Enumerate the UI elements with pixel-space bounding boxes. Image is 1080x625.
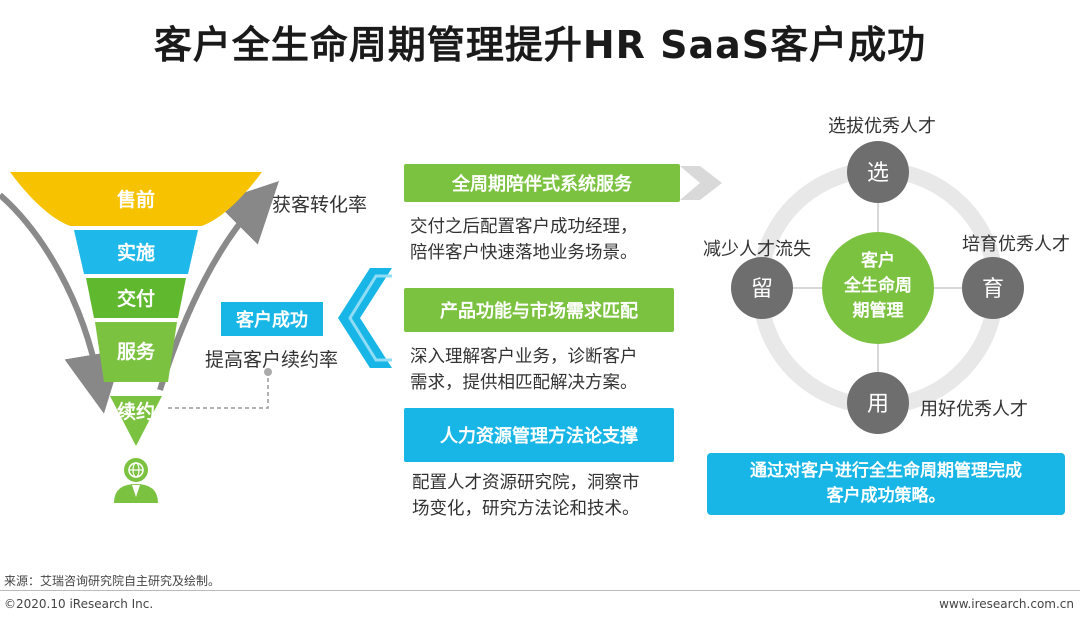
label-develop-talent: 培育优秀人才 [962, 234, 1070, 255]
copyright: ©2020.10 iResearch Inc. [4, 597, 154, 611]
renewal-connector [168, 372, 269, 409]
node-develop [962, 257, 1024, 319]
label-retain-talent: 减少人才流失 [703, 239, 811, 260]
funnel-stage-3-label: 交付 [117, 287, 155, 310]
funnel-left-arrow [0, 192, 124, 414]
funnel-stage-4-label: 服务 [117, 340, 156, 363]
cycle-center-line-2: 全生命周 [843, 275, 912, 296]
user-globe-icon [114, 458, 158, 503]
desc-product-market-fit: 深入理解客户业务，诊断客户 需求，提供相匹配解决方案。 [410, 344, 638, 396]
node-use-char: 用 [867, 392, 889, 417]
label-use-talent: 用好优秀人才 [920, 399, 1028, 420]
customer-success-box: 客户成功 [221, 302, 323, 336]
cycle-center [822, 232, 934, 344]
website: www.iresearch.com.cn [939, 597, 1074, 611]
cycle-center-line-3: 期管理 [853, 300, 904, 321]
desc-line: 场变化，研究方法论和技术。 [412, 499, 640, 519]
node-use [847, 372, 909, 434]
desc-line: 陪伴客户快速落地业务场景。 [410, 243, 638, 263]
funnel-stage-4 [95, 322, 177, 382]
page-title: 客户全生命周期管理提升HR SaaS客户成功 [153, 23, 927, 67]
desc-line: 配置人才资源研究院，洞察市 [412, 473, 640, 493]
left-chevron [338, 268, 392, 368]
source-note: 来源：艾瑞咨询研究院自主研究及绘制。 [4, 574, 221, 588]
desc-line: 交付之后配置客户成功经理， [410, 217, 638, 237]
label-select-talent: 选拔优秀人才 [828, 116, 936, 137]
funnel-stage-2-label: 实施 [117, 241, 155, 264]
heading-hr-methodology: 人力资源管理方法论支撑 [404, 408, 674, 462]
conversion-rate-label: 获客转化率 [272, 194, 368, 216]
funnel-stage-2 [74, 230, 198, 274]
conclusion-line-2: 客户成功策略。 [826, 486, 946, 506]
node-select [847, 141, 909, 203]
node-develop-char: 育 [982, 277, 1004, 302]
node-retain-char: 留 [751, 277, 773, 302]
desc-hr-methodology: 配置人才资源研究院，洞察市 场变化，研究方法论和技术。 [412, 470, 640, 522]
desc-line: 深入理解客户业务，诊断客户 [410, 347, 638, 367]
conclusion-box: 通过对客户进行全生命周期管理完成 客户成功策略。 [707, 453, 1065, 515]
node-select-char: 选 [867, 161, 889, 186]
footer-divider [0, 590, 1080, 591]
funnel-stage-5 [110, 396, 162, 446]
heading-full-cycle-service: 全周期陪伴式系统服务 [404, 164, 680, 202]
conclusion-line-1: 通过对客户进行全生命周期管理完成 [750, 461, 1022, 481]
renewal-rate-label: 提高客户续约率 [205, 349, 339, 371]
funnel-stage-5-label: 续约 [117, 400, 155, 423]
desc-full-cycle-service: 交付之后配置客户成功经理， 陪伴客户快速落地业务场景。 [410, 214, 638, 266]
desc-line: 需求，提供相匹配解决方案。 [410, 373, 638, 393]
cycle-center-line-1: 客户 [860, 250, 895, 271]
funnel-stage-1-label: 售前 [116, 188, 155, 211]
right-chevron [680, 166, 722, 200]
funnel-stage-3 [86, 278, 186, 318]
funnel-stage-1 [10, 172, 262, 226]
node-retain [731, 257, 793, 319]
heading-product-market-fit: 产品功能与市场需求匹配 [404, 288, 674, 332]
